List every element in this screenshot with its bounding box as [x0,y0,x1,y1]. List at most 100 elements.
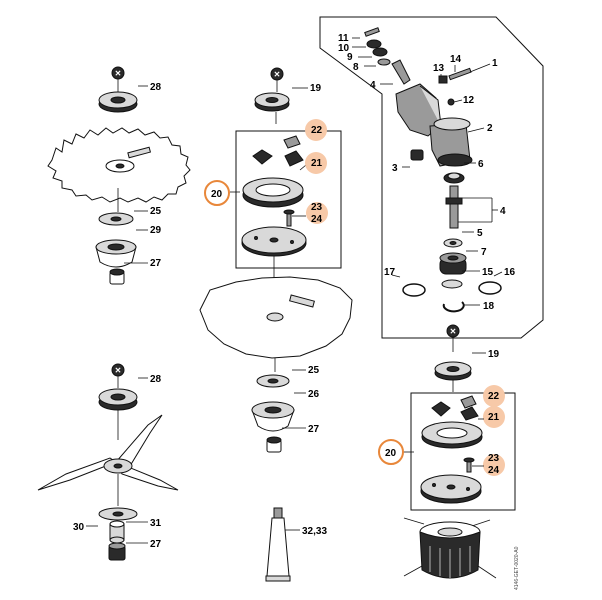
label-21b: 21 [488,412,500,423]
highlight-23 [306,202,328,224]
thrust-plate-19a [254,92,290,112]
thrust-plate-28 [98,91,138,113]
label-10: 10 [338,43,350,54]
label-14: 14 [450,54,462,65]
label-13: 13 [433,63,445,74]
thrust-washer-25 [98,212,134,226]
label-29: 29 [150,225,162,236]
thrust-plate-26 [251,401,295,432]
label-23: 23 [311,202,323,213]
label-20: 20 [211,189,223,200]
label-23b: 23 [488,453,500,464]
label-15: 15 [482,267,494,278]
label-18: 18 [483,301,495,312]
highlight-21 [305,152,327,174]
thrust-plate-28b [98,388,138,411]
circular-saw-blade [47,127,191,203]
gear-head-group-outline [319,16,544,339]
label-22: 22 [311,125,323,136]
thrust-washer-25b [256,374,290,388]
label-27c: 27 [308,424,320,435]
mounting-nut-27c [266,436,282,453]
ring-16 [478,281,502,295]
parts-kit-box-lower [410,392,516,511]
label-3: 3 [392,163,398,174]
parts-kit-box-upper [235,130,342,269]
label-26: 26 [308,389,320,400]
highlight-20 [204,180,230,206]
sleeve-31 [109,520,125,544]
screw-12 [447,98,455,106]
highlight-21b [483,406,505,428]
bearing-7 [439,252,467,275]
thrust-ring-21 [242,177,304,208]
thrust-plate-29 [95,239,137,268]
x-marker: ✕ [111,363,125,377]
svg-text:✕: ✕ [115,366,122,375]
label-19b: 19 [488,349,500,360]
guard-disc-24 [241,226,307,257]
x-marker: ✕ [111,66,125,80]
mounting-nut-27 [109,268,125,285]
label-25: 25 [150,206,162,217]
label-25b: 25 [308,365,320,376]
label-20b: 20 [385,448,397,459]
label-9: 9 [347,52,353,63]
label-28b: 28 [150,374,162,385]
label-31: 31 [150,518,162,529]
drawing-code: 4146-GET-0020-A0 [514,546,520,590]
shaft-4 [391,59,411,85]
brush-knife-blade [199,276,353,359]
label-24: 24 [311,214,323,225]
wedge-pieces-22 [252,135,304,167]
shim-15 [441,279,463,289]
label-30: 30 [73,522,85,533]
highlight-22 [305,119,327,141]
x-marker: ✕ [446,324,460,338]
guard-disc-24b [420,474,482,504]
label-16: 16 [504,267,516,278]
thrust-washer-30 [98,507,138,521]
label-5: 5 [477,228,483,239]
x-marker: ✕ [270,67,284,81]
bearing-6 [443,172,465,184]
wedge-pieces-22b [431,395,479,421]
thrust-ring-21b [421,421,483,449]
screw-23b [463,457,475,473]
washer-8 [377,58,391,66]
label-19: 19 [310,83,322,94]
plug-3 [410,149,424,161]
svg-text:✕: ✕ [115,69,122,78]
mounting-nut-27b [108,542,126,561]
gear-housing [395,83,473,167]
three-blade-cutter [37,414,179,491]
label-17: 17 [384,267,396,278]
label-4: 4 [370,80,376,91]
svg-text:✕: ✕ [274,70,281,79]
label-27b: 27 [150,539,162,550]
washer-5 [443,238,463,248]
highlight-22b [483,385,505,407]
nut-13 [438,75,448,84]
label-28: 28 [150,82,162,93]
label-8: 8 [353,62,359,73]
label-6: 6 [478,159,484,170]
small-screw-11 [364,27,380,37]
label-21: 21 [311,158,323,169]
grease-tube-32-33 [265,507,291,582]
label-22b: 22 [488,391,500,402]
collar-9 [372,47,388,57]
label-7: 7 [481,247,487,258]
highlight-20b [378,439,404,465]
collar-10 [366,39,382,49]
circlip-18 [442,301,465,313]
ring-17 [402,283,426,297]
svg-text:✕: ✕ [450,327,457,336]
label-27: 27 [150,258,162,269]
label-11: 11 [338,33,349,44]
screw-23 [283,209,295,227]
label-4b: 4 [500,206,506,217]
label-12: 12 [463,95,475,106]
thrust-plate-19b [434,361,472,381]
